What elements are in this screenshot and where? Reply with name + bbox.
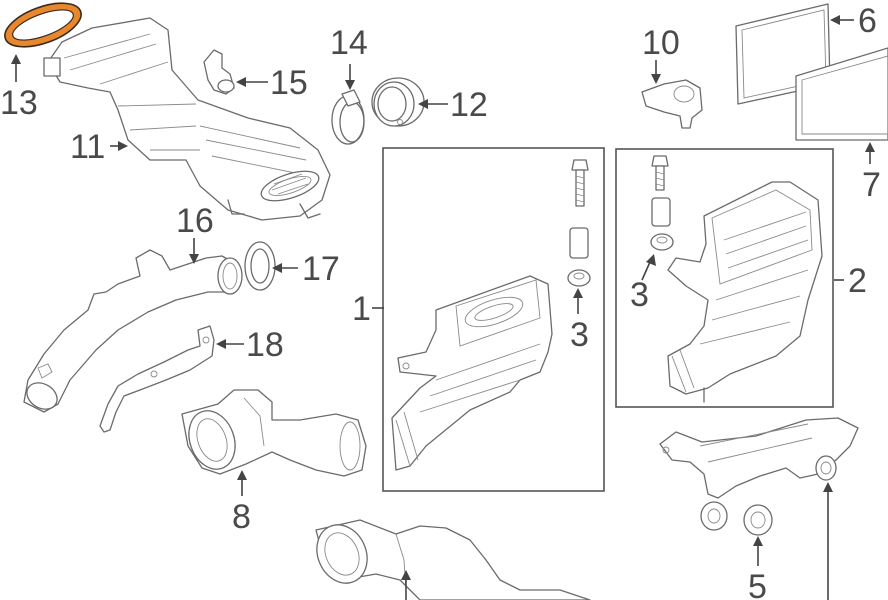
part-2-assembly[interactable] <box>650 155 823 403</box>
callout-18: 18 <box>246 326 284 364</box>
callout-16: 16 <box>176 202 214 240</box>
callout-3-right: 3 <box>630 276 649 314</box>
callout-11: 11 <box>70 128 105 166</box>
callout-3-left: 3 <box>570 316 589 354</box>
part-13-gasket[interactable] <box>0 0 87 56</box>
callout-14: 14 <box>330 24 368 62</box>
leader-lines <box>11 15 875 600</box>
callout-5: 5 <box>748 568 767 600</box>
callout-7: 7 <box>862 166 881 204</box>
callout-15: 15 <box>270 64 308 102</box>
callout-12: 12 <box>450 86 488 124</box>
part-12-coupler[interactable] <box>371 77 425 127</box>
callout-13: 13 <box>0 84 38 122</box>
assembly-1-box <box>382 147 605 492</box>
callout-10: 10 <box>642 24 680 62</box>
part-17-gasket[interactable] <box>244 241 276 291</box>
part-11-intake-duct[interactable] <box>43 17 331 221</box>
callout-17: 17 <box>302 250 340 288</box>
callout-2: 2 <box>848 262 867 300</box>
part-14-clamp[interactable] <box>331 89 365 145</box>
callout-6: 6 <box>858 2 877 40</box>
part-5-grommets[interactable] <box>700 501 773 536</box>
part-1-assembly[interactable] <box>391 159 591 471</box>
part-8-duct[interactable] <box>181 389 367 477</box>
part-7-filter[interactable] <box>795 47 888 141</box>
part-16-intake-pipe[interactable] <box>22 249 243 414</box>
part-18-bracket[interactable] <box>99 325 215 433</box>
part-9-duct[interactable] <box>308 517 591 600</box>
callout-1: 1 <box>352 290 371 328</box>
callout-8: 8 <box>232 498 251 536</box>
part-4-bracket[interactable] <box>659 417 859 499</box>
part-15-sensor[interactable] <box>203 49 235 95</box>
assembly-2-box <box>615 148 834 408</box>
part-10-sensor[interactable] <box>641 79 703 129</box>
